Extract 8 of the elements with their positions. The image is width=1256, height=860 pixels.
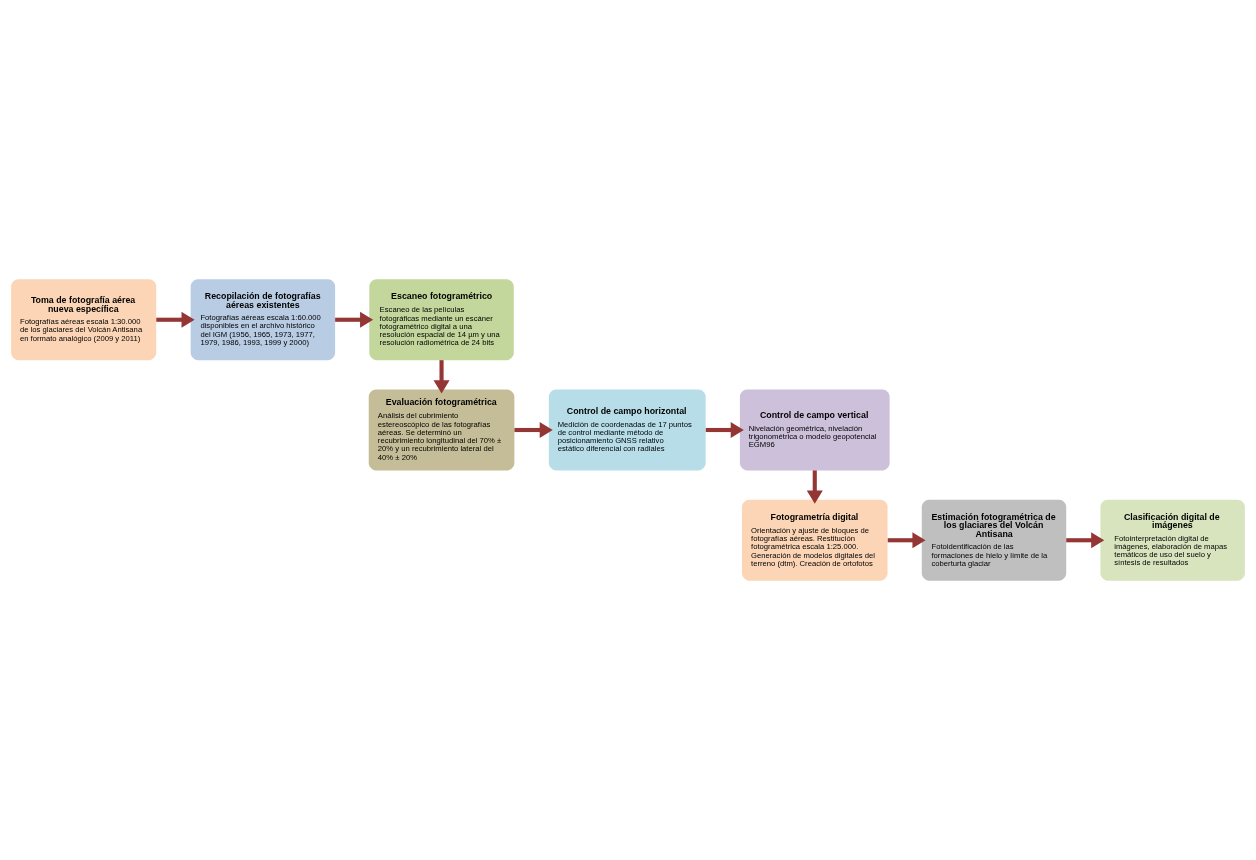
- arrow: [433, 360, 450, 394]
- arrow: [335, 311, 374, 328]
- arrow: [514, 422, 553, 438]
- arrow: [156, 311, 195, 328]
- arrow: [1066, 532, 1105, 549]
- arrow: [705, 422, 744, 438]
- arrow: [887, 532, 926, 549]
- arrow: [806, 470, 823, 504]
